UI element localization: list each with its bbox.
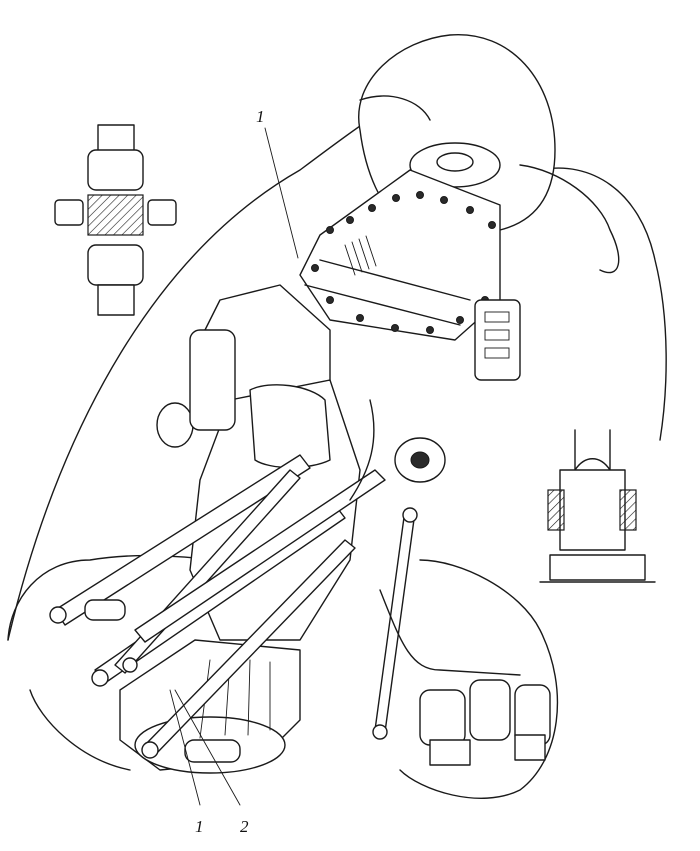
nose-cone-inner — [359, 95, 620, 274]
inset-section-detail — [539, 429, 656, 583]
mount-fittings — [49, 507, 418, 759]
drive-gear-hub — [410, 451, 430, 469]
gearbox-fins — [344, 235, 377, 276]
top-flange-bore — [436, 152, 474, 172]
outer-outline-right — [539, 167, 667, 441]
callout-1-top: 1 — [256, 107, 265, 126]
inset-coupling-detail — [54, 124, 177, 316]
callout-1-bottom: 1 — [195, 817, 204, 836]
accessory-slots — [484, 311, 510, 359]
aggregate-units — [419, 679, 551, 766]
callout-2-bottom: 2 — [240, 817, 249, 836]
starter-drum — [156, 402, 194, 448]
engine-cylinder — [249, 384, 331, 469]
damper-bottom — [184, 739, 241, 763]
piping — [349, 399, 521, 676]
callout-leaders — [169, 127, 299, 806]
support-struts — [54, 454, 416, 756]
gearbox-bolts — [311, 191, 496, 334]
damper-left — [84, 599, 126, 621]
side-unit — [189, 329, 236, 431]
gearbox-band — [304, 259, 471, 326]
gearbox-housing — [299, 169, 501, 341]
